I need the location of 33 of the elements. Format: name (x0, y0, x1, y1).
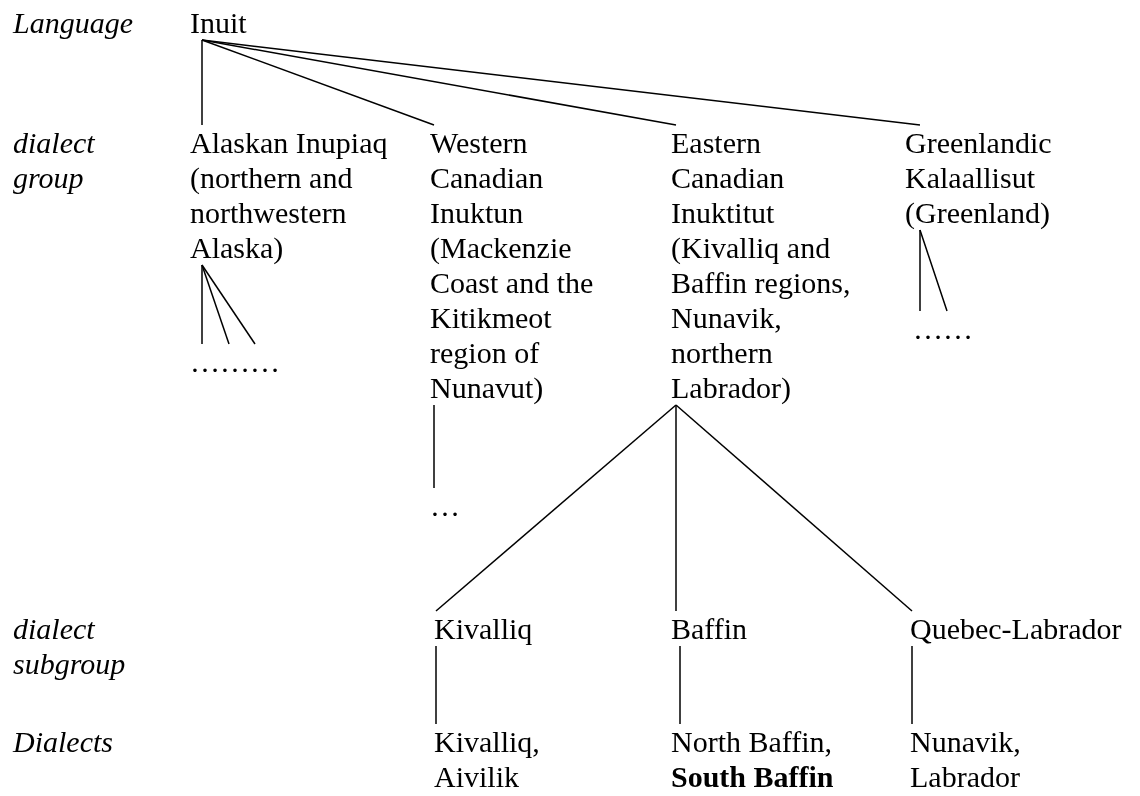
tree-branch-line (201, 264, 256, 345)
level-label: dialect group (13, 125, 96, 195)
tree-node-text: Greenlandic Kalaallisut (Greenland) (905, 125, 1070, 230)
ellipsis-text: …… (913, 311, 973, 346)
tree-branch-line (435, 404, 677, 612)
tree-node-text: North Baffin, South Baffin (671, 724, 876, 794)
tree-node-text: Quebec-Labrador (910, 611, 1122, 646)
tree-branch-line (435, 645, 437, 725)
tree-node-text: Alaskan Inupiaq (northern and northwestern Alaska) (190, 125, 402, 265)
tree-branch-line (679, 645, 681, 725)
tree-branch-line (201, 264, 203, 345)
tree-node-text: Western Canadian Inuktun (Mackenzie Coast and the Kitikmeot region of Nunavut) (430, 125, 608, 405)
tree-branch-line (911, 645, 913, 725)
ellipsis-text: … (430, 488, 460, 523)
tree-node-text: Baffin (671, 611, 748, 646)
tree-node-text: Inuit (190, 5, 247, 40)
tree-branch-line (675, 404, 677, 612)
tree-branch-line (675, 404, 913, 612)
tree-branch-line (433, 404, 435, 489)
tree-node-text: Kivalliq (434, 611, 533, 646)
tree-node-text: Nunavik, Labrador (910, 724, 1045, 794)
tree-branch-line (201, 264, 230, 345)
tree-node-text: Kivalliq, Aivilik (434, 724, 569, 794)
tree-branch-line (201, 39, 203, 126)
tree-branch-line (919, 229, 948, 312)
ellipsis-text: ……… (190, 344, 280, 379)
tree-branch-line (201, 39, 921, 126)
level-label: dialect subgroup (13, 611, 127, 681)
tree-branch-line (201, 39, 435, 126)
tree-branch-line (919, 229, 921, 312)
level-label: Dialects (13, 724, 114, 759)
level-label: Language (13, 5, 134, 40)
tree-node-text: Eastern Canadian Inuktitut (Kivalliq and Baffin regions, Nunavik, northern Labrador) (671, 125, 869, 405)
